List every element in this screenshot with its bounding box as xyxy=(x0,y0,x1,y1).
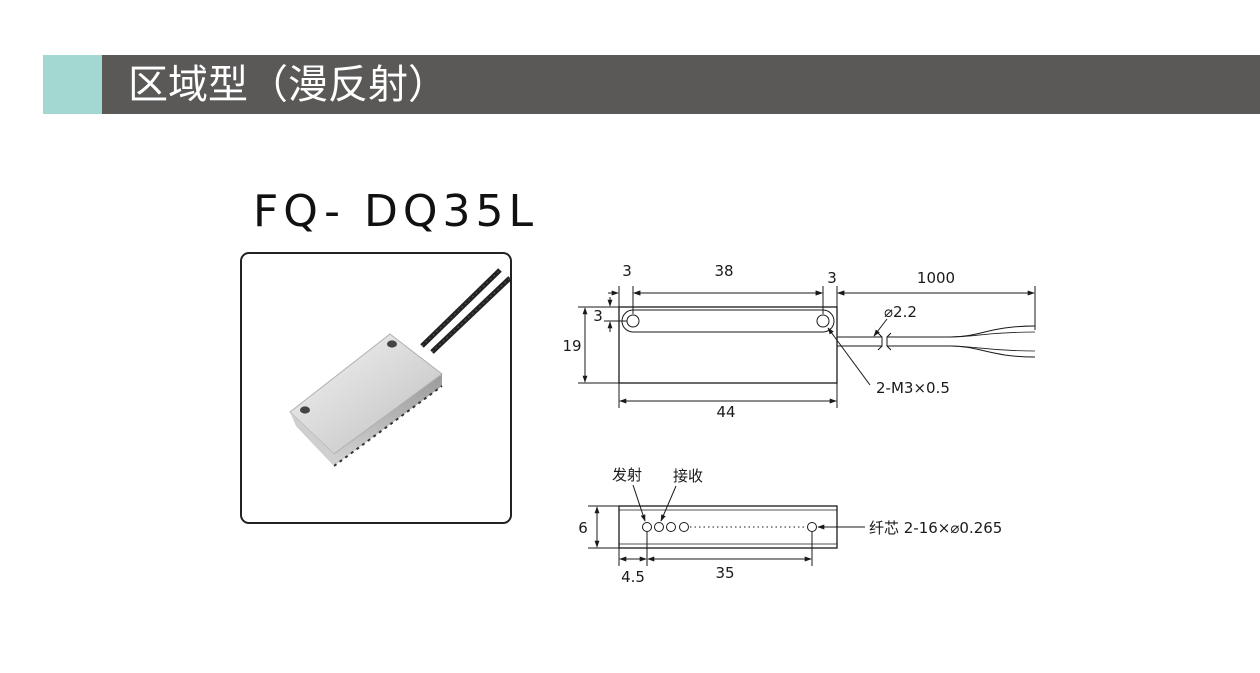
mount-holes-spec: 2-M3×0.5 xyxy=(876,379,950,397)
emit-label: 发射 xyxy=(612,466,642,484)
fiber-icon xyxy=(679,522,689,532)
dim-hole-offset: 3 xyxy=(593,307,603,325)
front-view-labels: 发射 接收 6 4.5 35 纤芯 2-16×⌀0.265 xyxy=(578,466,1002,586)
dim-span: 35 xyxy=(715,564,734,582)
top-view-labels: 3 38 3 1000 3 19 44 ⌀2.2 2-M3×0.5 xyxy=(562,262,955,421)
top-view xyxy=(578,286,1036,408)
dim-left-margin: 3 xyxy=(622,262,632,280)
emitter-fiber-icon xyxy=(642,522,652,532)
top-view-body xyxy=(618,306,838,384)
mount-hole-right-icon xyxy=(816,314,830,328)
dim-height: 19 xyxy=(562,337,581,355)
sensor-body-top xyxy=(289,333,443,455)
mount-hole-left-icon xyxy=(626,314,640,328)
fiber-icon xyxy=(666,522,676,532)
page-title: 区域型（漫反射） xyxy=(128,62,448,108)
dim-thickness: 6 xyxy=(578,519,588,537)
fiber-end-icon xyxy=(807,522,817,532)
header-accent xyxy=(43,55,102,114)
mount-hole-icon xyxy=(387,340,397,348)
receive-label: 接收 xyxy=(673,467,703,485)
fiber-core-spec: 纤芯 2-16×⌀0.265 xyxy=(869,519,1002,537)
product-photo xyxy=(240,252,512,524)
front-view xyxy=(588,484,865,566)
mount-hole-icon xyxy=(300,406,310,414)
dim-width: 44 xyxy=(716,403,735,421)
sensor-photo-illustration xyxy=(289,268,510,467)
cable-diameter: ⌀2.2 xyxy=(884,303,917,321)
dim-first-offset: 4.5 xyxy=(621,568,645,586)
dim-cable-length: 1000 xyxy=(917,269,955,287)
top-view-slot xyxy=(621,309,835,333)
product-model: FQ- DQ35L xyxy=(253,186,539,237)
cable-2 xyxy=(430,276,510,354)
header-bar: 区域型（漫反射） xyxy=(102,55,1260,114)
receiver-fiber-icon xyxy=(654,522,664,532)
dim-right-margin: 3 xyxy=(827,269,837,287)
dim-hole-pitch: 38 xyxy=(714,262,733,280)
